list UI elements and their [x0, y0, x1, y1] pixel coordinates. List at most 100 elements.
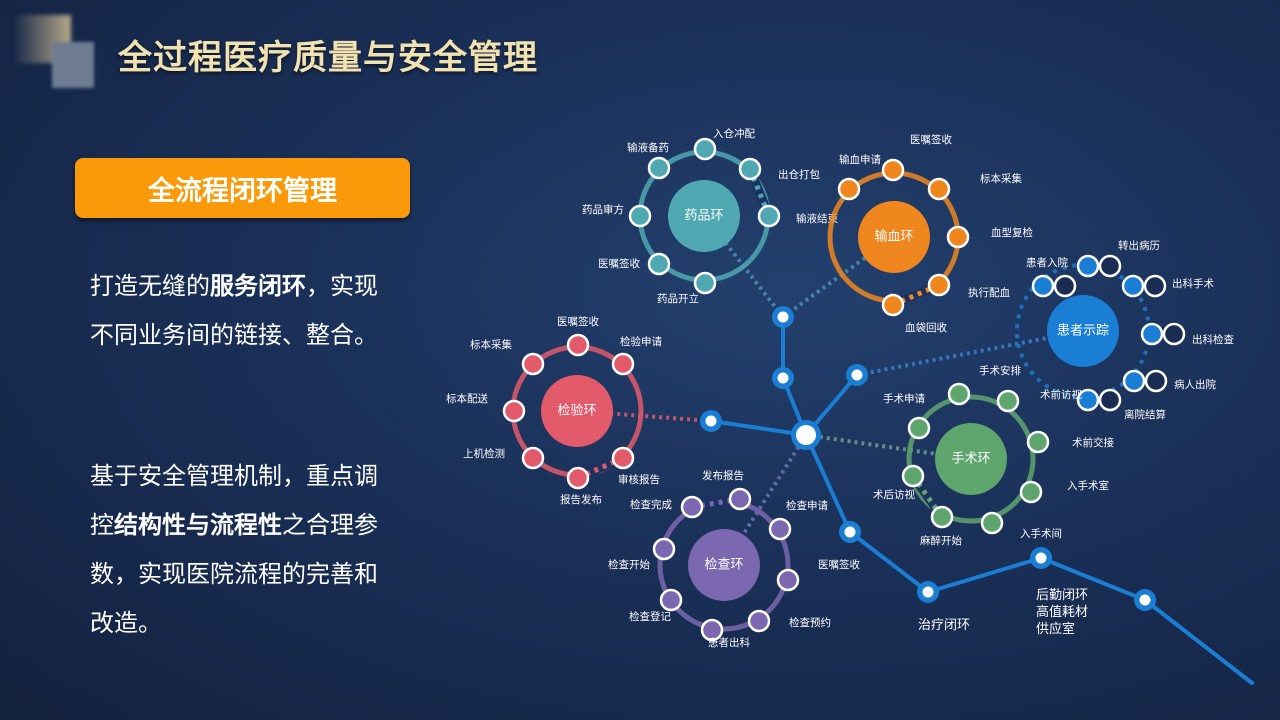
lab-step-label: 医嘱签收 — [557, 315, 599, 328]
drug-step-node — [647, 252, 671, 276]
patient-step-ring — [1098, 388, 1122, 412]
network-line — [1039, 556, 1147, 602]
patient-step-label: 出科检查 — [1192, 333, 1234, 346]
blood-step-label: 标本采集 — [980, 172, 1022, 185]
surgery-step-node — [907, 416, 931, 440]
paragraph-service-loop: 打造无缝的服务闭环，实现不同业务间的链接、整合。 — [90, 262, 390, 360]
patient-step-ring — [1144, 369, 1168, 393]
lab-step-label: 检验申请 — [620, 335, 662, 348]
lab-step-node — [566, 466, 590, 490]
patient-step-ring — [1162, 322, 1186, 346]
exam-step-node — [659, 588, 683, 612]
exam-step-label: 检查预约 — [789, 616, 831, 629]
page-title: 全过程医疗质量与安全管理 — [118, 38, 538, 78]
network-node-center — [1035, 552, 1047, 564]
surgery-step-node — [1019, 480, 1043, 504]
drug-step-node — [628, 204, 652, 228]
network-label-logistics: 高值耗材 — [1036, 604, 1088, 620]
exam-step-node — [728, 487, 752, 511]
surgery-ring-track — [906, 394, 1036, 524]
lab-step-label: 标本采集 — [470, 338, 512, 351]
exam-step-node — [700, 618, 724, 642]
patient-step-node — [1031, 274, 1055, 298]
blood-step-node — [881, 158, 905, 182]
blood-step-label: 输血申请 — [839, 153, 881, 166]
surgery-ring-title: 手术环 — [951, 452, 990, 467]
dotted-link-lab — [576, 409, 712, 423]
drug-ring-title: 药品环 — [684, 209, 723, 224]
drug-step-node — [757, 204, 781, 228]
network-node-center — [777, 311, 789, 323]
lab-step-node — [566, 333, 590, 357]
lab-step-node — [611, 446, 635, 470]
blood-step-label: 血袋回收 — [905, 321, 947, 334]
patient-ring-center — [1047, 295, 1119, 367]
surgery-step-label: 手术安排 — [979, 364, 1021, 377]
drug-step-node — [647, 156, 671, 180]
drug-ring-center — [668, 180, 740, 252]
blood-step-label: 医嘱签收 — [910, 133, 952, 146]
network-label-medical-order: 医嘱签收 — [818, 558, 860, 571]
exam-step-node — [652, 537, 676, 561]
corner-decoration-2 — [52, 42, 94, 88]
bold-text: 服务闭环 — [210, 272, 306, 300]
exam-step-node — [768, 517, 792, 541]
exam-step-label: 患者出科 — [708, 636, 750, 649]
exam-ring-center — [688, 529, 760, 601]
patient-ring-title: 患者示踪 — [1057, 324, 1109, 339]
exam-step-label: 检查开始 — [608, 558, 650, 571]
surgery-step-label: 术后访视 — [873, 488, 915, 501]
patient-step-label: 术前访视 — [1040, 388, 1082, 401]
surgery-step-node — [930, 505, 954, 529]
network-label-logistics: 后勤闭环 — [1036, 588, 1088, 603]
surgery-step-node — [996, 389, 1020, 413]
surgery-step-label: 入手术间 — [1020, 527, 1062, 540]
exam-ring-title: 检查环 — [704, 558, 743, 573]
network-node-center — [851, 369, 863, 381]
patient-step-label: 病人出院 — [1174, 378, 1216, 391]
drug-step-node — [693, 137, 717, 161]
blood-step-node — [837, 177, 861, 201]
text: ，实现不同业务间的链接、整合。 — [90, 272, 378, 349]
patient-step-node — [1140, 322, 1164, 346]
drug-step-node — [693, 271, 717, 295]
blood-step-node — [946, 225, 970, 249]
blood-step-label: 执行配血 — [968, 286, 1010, 299]
surgery-step-node — [901, 464, 925, 488]
lab-ring-title: 检验环 — [557, 403, 596, 419]
lab-step-node — [521, 446, 545, 470]
surgery-step-label: 入手术室 — [1067, 479, 1109, 492]
exam-step-node — [776, 568, 800, 592]
network-node-center — [922, 586, 934, 598]
network-node-center — [705, 415, 717, 427]
text: 打造无缝的 — [90, 272, 210, 300]
patient-step-ring — [1098, 254, 1122, 278]
exam-step-node — [680, 495, 704, 519]
patient-step-ring — [1143, 274, 1167, 298]
drug-step-label: 入仓冲配 — [713, 127, 755, 140]
drug-step-label: 出仓打包 — [778, 168, 820, 181]
patient-step-label: 患者入院 — [1026, 256, 1068, 269]
network-label-logistics: 供应室 — [1036, 621, 1075, 637]
drug-step-label: 输液备药 — [627, 141, 669, 154]
network-line — [1143, 598, 1254, 685]
drug-step-label: 输液结束 — [796, 212, 838, 225]
network-node-center — [844, 526, 856, 538]
surgery-step-label: 手术申请 — [883, 392, 925, 405]
drug-step-node — [738, 157, 762, 181]
text: 之合理参数，实现医院流程的完善和改造。 — [90, 511, 378, 637]
network-hub-center — [796, 425, 816, 445]
patient-step-ring — [1053, 274, 1077, 298]
patient-step-node — [1121, 274, 1145, 298]
patient-step-node — [1076, 254, 1100, 278]
lab-step-label: 上机检测 — [463, 447, 505, 460]
exam-step-label: 发布报告 — [702, 469, 744, 482]
surgery-step-label: 麻醉开始 — [920, 534, 962, 547]
lab-step-node — [502, 399, 526, 423]
section-badge: 全流程闭环管理 — [75, 158, 410, 218]
surgery-step-label: 术前交接 — [1072, 436, 1114, 449]
patient-step-node — [1122, 369, 1146, 393]
lab-step-label: 审核报告 — [618, 473, 660, 486]
lab-step-label: 报告发布 — [560, 493, 602, 506]
lab-step-node — [611, 352, 635, 376]
